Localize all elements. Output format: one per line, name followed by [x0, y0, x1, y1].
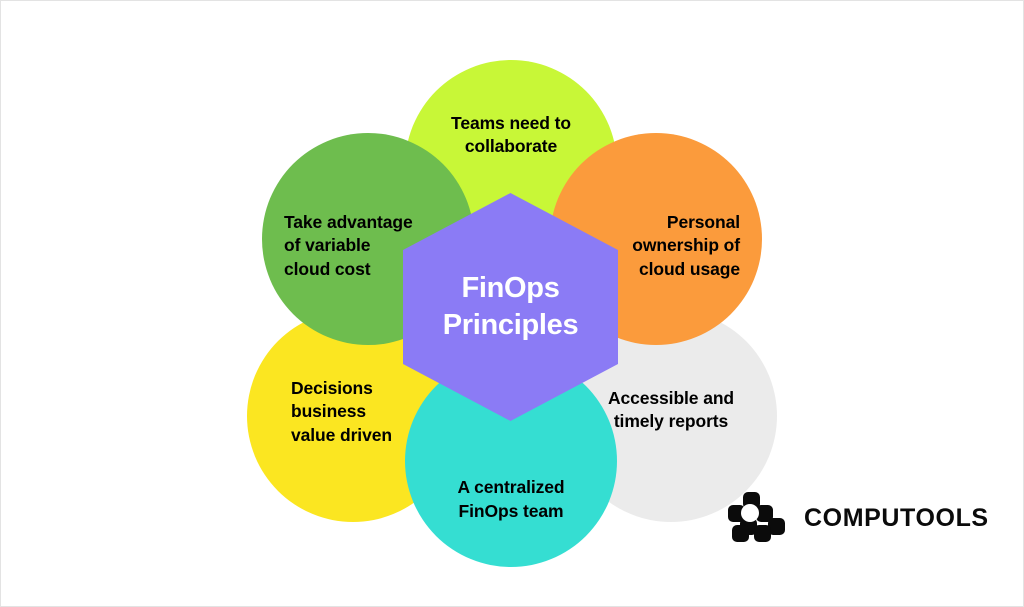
petal-label-yellow: Decisions business value driven — [291, 378, 392, 445]
center-hexagon-label: FinOps Principles — [442, 271, 579, 341]
computools-wordmark: COMPUTOOLS — [804, 503, 989, 532]
petal-label-orange: Personal ownership of cloud usage — [632, 212, 740, 279]
petal-label-lime: Teams need to collaborate — [451, 113, 571, 157]
petal-label-gray: Accessible and timely reports — [607, 387, 735, 431]
computools-logo: COMPUTOOLS — [728, 492, 989, 544]
computools-logo-mark-icon — [728, 492, 785, 542]
petal-label-teal: A centralized FinOps team — [457, 477, 565, 521]
petal-label-green: Take advantage of variable cloud cost — [284, 212, 413, 279]
